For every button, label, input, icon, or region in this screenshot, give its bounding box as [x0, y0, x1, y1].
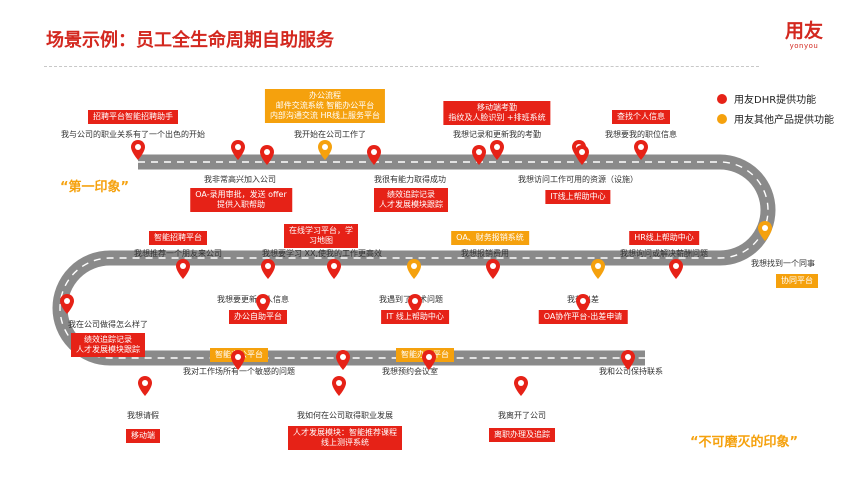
solution-box: 办公流程 邮件交流系统 智能办公平台 内部沟通交流 HR线上服务平台 — [264, 89, 386, 123]
journey-step-label: 我在公司做得怎么样了 — [68, 320, 148, 329]
journey-step-label: 我离开了公司 — [498, 411, 546, 420]
phrase-first-impression: “第一印象” — [60, 180, 130, 195]
solution-box: HR线上帮助中心 — [629, 231, 699, 245]
location-pin-icon — [260, 145, 274, 165]
journey-step-label: 我想记录和更新我的考勤 — [453, 130, 541, 139]
location-pin-icon — [131, 140, 145, 160]
journey-step-label: 我想报销费用 — [461, 249, 509, 258]
journey-step-label: 我想请假 — [127, 411, 159, 420]
location-pin-icon — [231, 140, 245, 160]
solution-box: 移动端 — [126, 429, 160, 443]
journey-step-label: 我想访问工作可用的资源（设施） — [518, 175, 638, 184]
location-pin-icon — [327, 259, 341, 279]
legend-red-dot — [717, 94, 727, 104]
solution-box: 离职办理及追踪 — [489, 428, 555, 442]
journey-step-label: 我想预约会议室 — [382, 367, 438, 376]
solution-box: OA协作平台-出差申请 — [538, 310, 628, 324]
location-pin-icon — [332, 376, 346, 396]
location-pin-icon — [336, 350, 350, 370]
location-pin-icon — [490, 140, 504, 160]
logo-sub-text: yonyou — [789, 42, 819, 50]
location-pin-icon — [408, 294, 422, 314]
legend-orange-dot — [717, 114, 727, 124]
journey-step-label: 我想询问或解决薪酬问题 — [620, 249, 708, 258]
solution-box: 移动端考勤 指纹及人脸识别 +排班系统 — [443, 101, 551, 125]
journey-step-label: 我想要学习 XX,使我的工作更高效 — [261, 249, 383, 258]
location-pin-icon — [621, 350, 635, 370]
location-pin-icon — [591, 259, 605, 279]
journey-step-label: 我很有能力取得成功 — [374, 175, 446, 184]
location-pin-icon — [367, 145, 381, 165]
solution-box: 办公自助平台 — [229, 310, 287, 324]
location-pin-icon — [514, 376, 528, 396]
title-divider — [44, 66, 759, 67]
logo-main-text: 用友 — [784, 20, 823, 42]
solution-box: 人才发展模块：智能推荐课程 线上测评系统 — [288, 426, 402, 450]
solution-box: IT线上帮助中心 — [545, 190, 611, 204]
journey-step-label: 我想要我的职位信息 — [605, 130, 677, 139]
solution-box: 绩效追踪记录 人才发展模块跟踪 — [374, 188, 448, 212]
legend-label-other: 用友其他产品提供功能 — [734, 115, 834, 126]
journey-step-label: 我想推荐一个朋友来公司 — [134, 249, 222, 258]
location-pin-icon — [669, 259, 683, 279]
solution-box: IT 线上帮助中心 — [381, 310, 449, 324]
journey-step-label: 我对工作场所有一个敏感的问题 — [183, 367, 295, 376]
page-title: 场景示例：员工全生命周期自助服务 — [46, 30, 334, 51]
solution-box: 在线学习平台，学 习地图 — [284, 224, 358, 248]
journey-step-label: 我和公司保持联系 — [599, 367, 663, 376]
journey-step-label: 我如何在公司取得职业发展 — [297, 411, 393, 420]
solution-box: 协同平台 — [776, 274, 818, 288]
location-pin-icon — [256, 294, 270, 314]
legend-item-other: 用友其他产品提供功能 — [717, 111, 834, 126]
legend-label-dhr: 用友DHR提供功能 — [734, 95, 817, 106]
location-pin-icon — [472, 145, 486, 165]
location-pin-icon — [422, 350, 436, 370]
location-pin-icon — [261, 259, 275, 279]
journey-step-label: 我非常高兴加入公司 — [204, 175, 276, 184]
phrase-lasting-impression: “不可磨灭的印象” — [690, 435, 799, 450]
location-pin-icon — [176, 259, 190, 279]
journey-step-label: 我想要更新个人信息 — [217, 295, 289, 304]
solution-box: 招聘平台智能招聘助手 — [88, 110, 178, 124]
location-pin-icon — [634, 140, 648, 160]
journey-step-label: 我开始在公司工作了 — [294, 130, 366, 139]
solution-box: 查找个人信息 — [612, 110, 670, 124]
location-pin-icon — [138, 376, 152, 396]
journey-step-label: 我与公司的职业关系有了一个出色的开始 — [61, 130, 205, 139]
location-pin-icon — [758, 221, 772, 241]
location-pin-icon — [575, 145, 589, 165]
yonyou-logo: 用友 yonyou — [778, 20, 830, 51]
location-pin-icon — [486, 259, 500, 279]
location-pin-icon — [576, 294, 590, 314]
location-pin-icon — [318, 140, 332, 160]
solution-box: 智能招聘平台 — [149, 231, 207, 245]
solution-box: OA、财务报销系统 — [451, 231, 529, 245]
location-pin-icon — [231, 350, 245, 370]
location-pin-icon — [407, 259, 421, 279]
journey-step-label: 我想找到一个同事 — [751, 259, 815, 268]
solution-box: OA-录用审批，发送 offer 提供入职帮助 — [190, 188, 292, 212]
legend-item-dhr: 用友DHR提供功能 — [717, 91, 816, 106]
location-pin-icon — [60, 294, 74, 314]
solution-box: 绩效追踪记录 人才发展模块跟踪 — [71, 333, 145, 357]
